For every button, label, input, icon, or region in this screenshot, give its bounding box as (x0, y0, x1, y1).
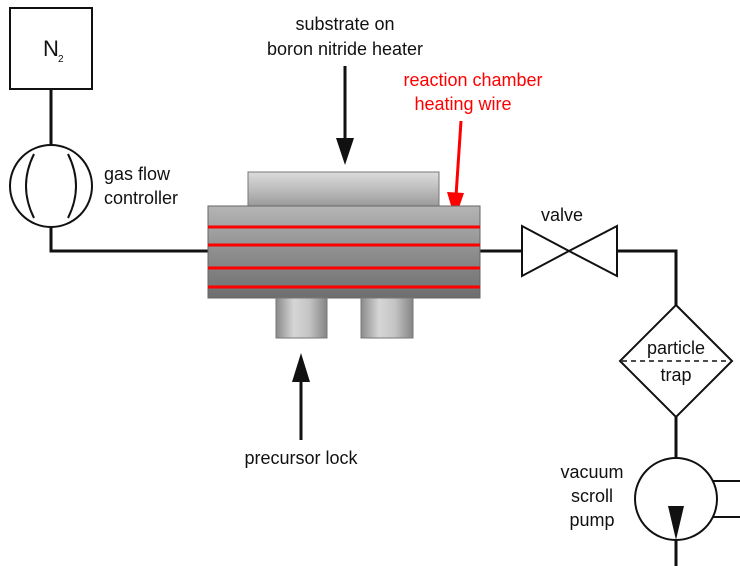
precursor-arrow-icon (292, 353, 310, 440)
n2-box (9, 7, 93, 90)
valve-label: valve (541, 205, 583, 225)
substrate-arrow-icon (336, 66, 354, 165)
precursor-lock-label: precursor lock (244, 448, 358, 468)
pump-label-line1: vacuum (560, 462, 623, 482)
substrate-label-line1: substrate on (295, 14, 394, 34)
particle-trap-label-line1: particle (647, 338, 705, 358)
reaction-chamber (207, 205, 481, 299)
gas-flow-label-line1: gas flow (104, 164, 171, 184)
piping (49, 89, 678, 566)
pump-label-line3: pump (569, 510, 614, 530)
n2-source: N 2 (9, 7, 93, 90)
reaction-chamber-label-line1: reaction chamber (403, 70, 542, 90)
pump-label-line2: scroll (571, 486, 613, 506)
valve-icon-left (521, 224, 572, 278)
n2-subscript: 2 (58, 54, 64, 65)
chamber-body (207, 205, 481, 299)
substrate-label-line2: boron nitride heater (267, 39, 423, 59)
pump-arrow-icon (668, 506, 684, 540)
heating-wire (208, 225, 480, 289)
substrate-heater (247, 171, 440, 207)
heating-wire-arrow-icon (447, 120, 464, 219)
particle-trap: particle trap (618, 303, 734, 419)
valve: valve (521, 205, 618, 278)
pipe-controller-to-chamber (49, 227, 208, 253)
flow-controller-icon (9, 144, 93, 228)
valve-icon-right (566, 224, 618, 278)
precursor-lock-right (360, 297, 414, 339)
reaction-chamber-label-line2: heating wire (414, 94, 511, 114)
particle-trap-label-line2: trap (660, 365, 691, 385)
n2-label: N (43, 36, 59, 61)
gas-flow-label-line2: controller (104, 188, 178, 208)
vacuum-pump: vacuum scroll pump (560, 457, 740, 541)
pipe-valve-to-trap (617, 249, 678, 305)
gas-flow-controller: gas flow controller (9, 144, 178, 228)
precursor-lock-left (275, 297, 328, 339)
